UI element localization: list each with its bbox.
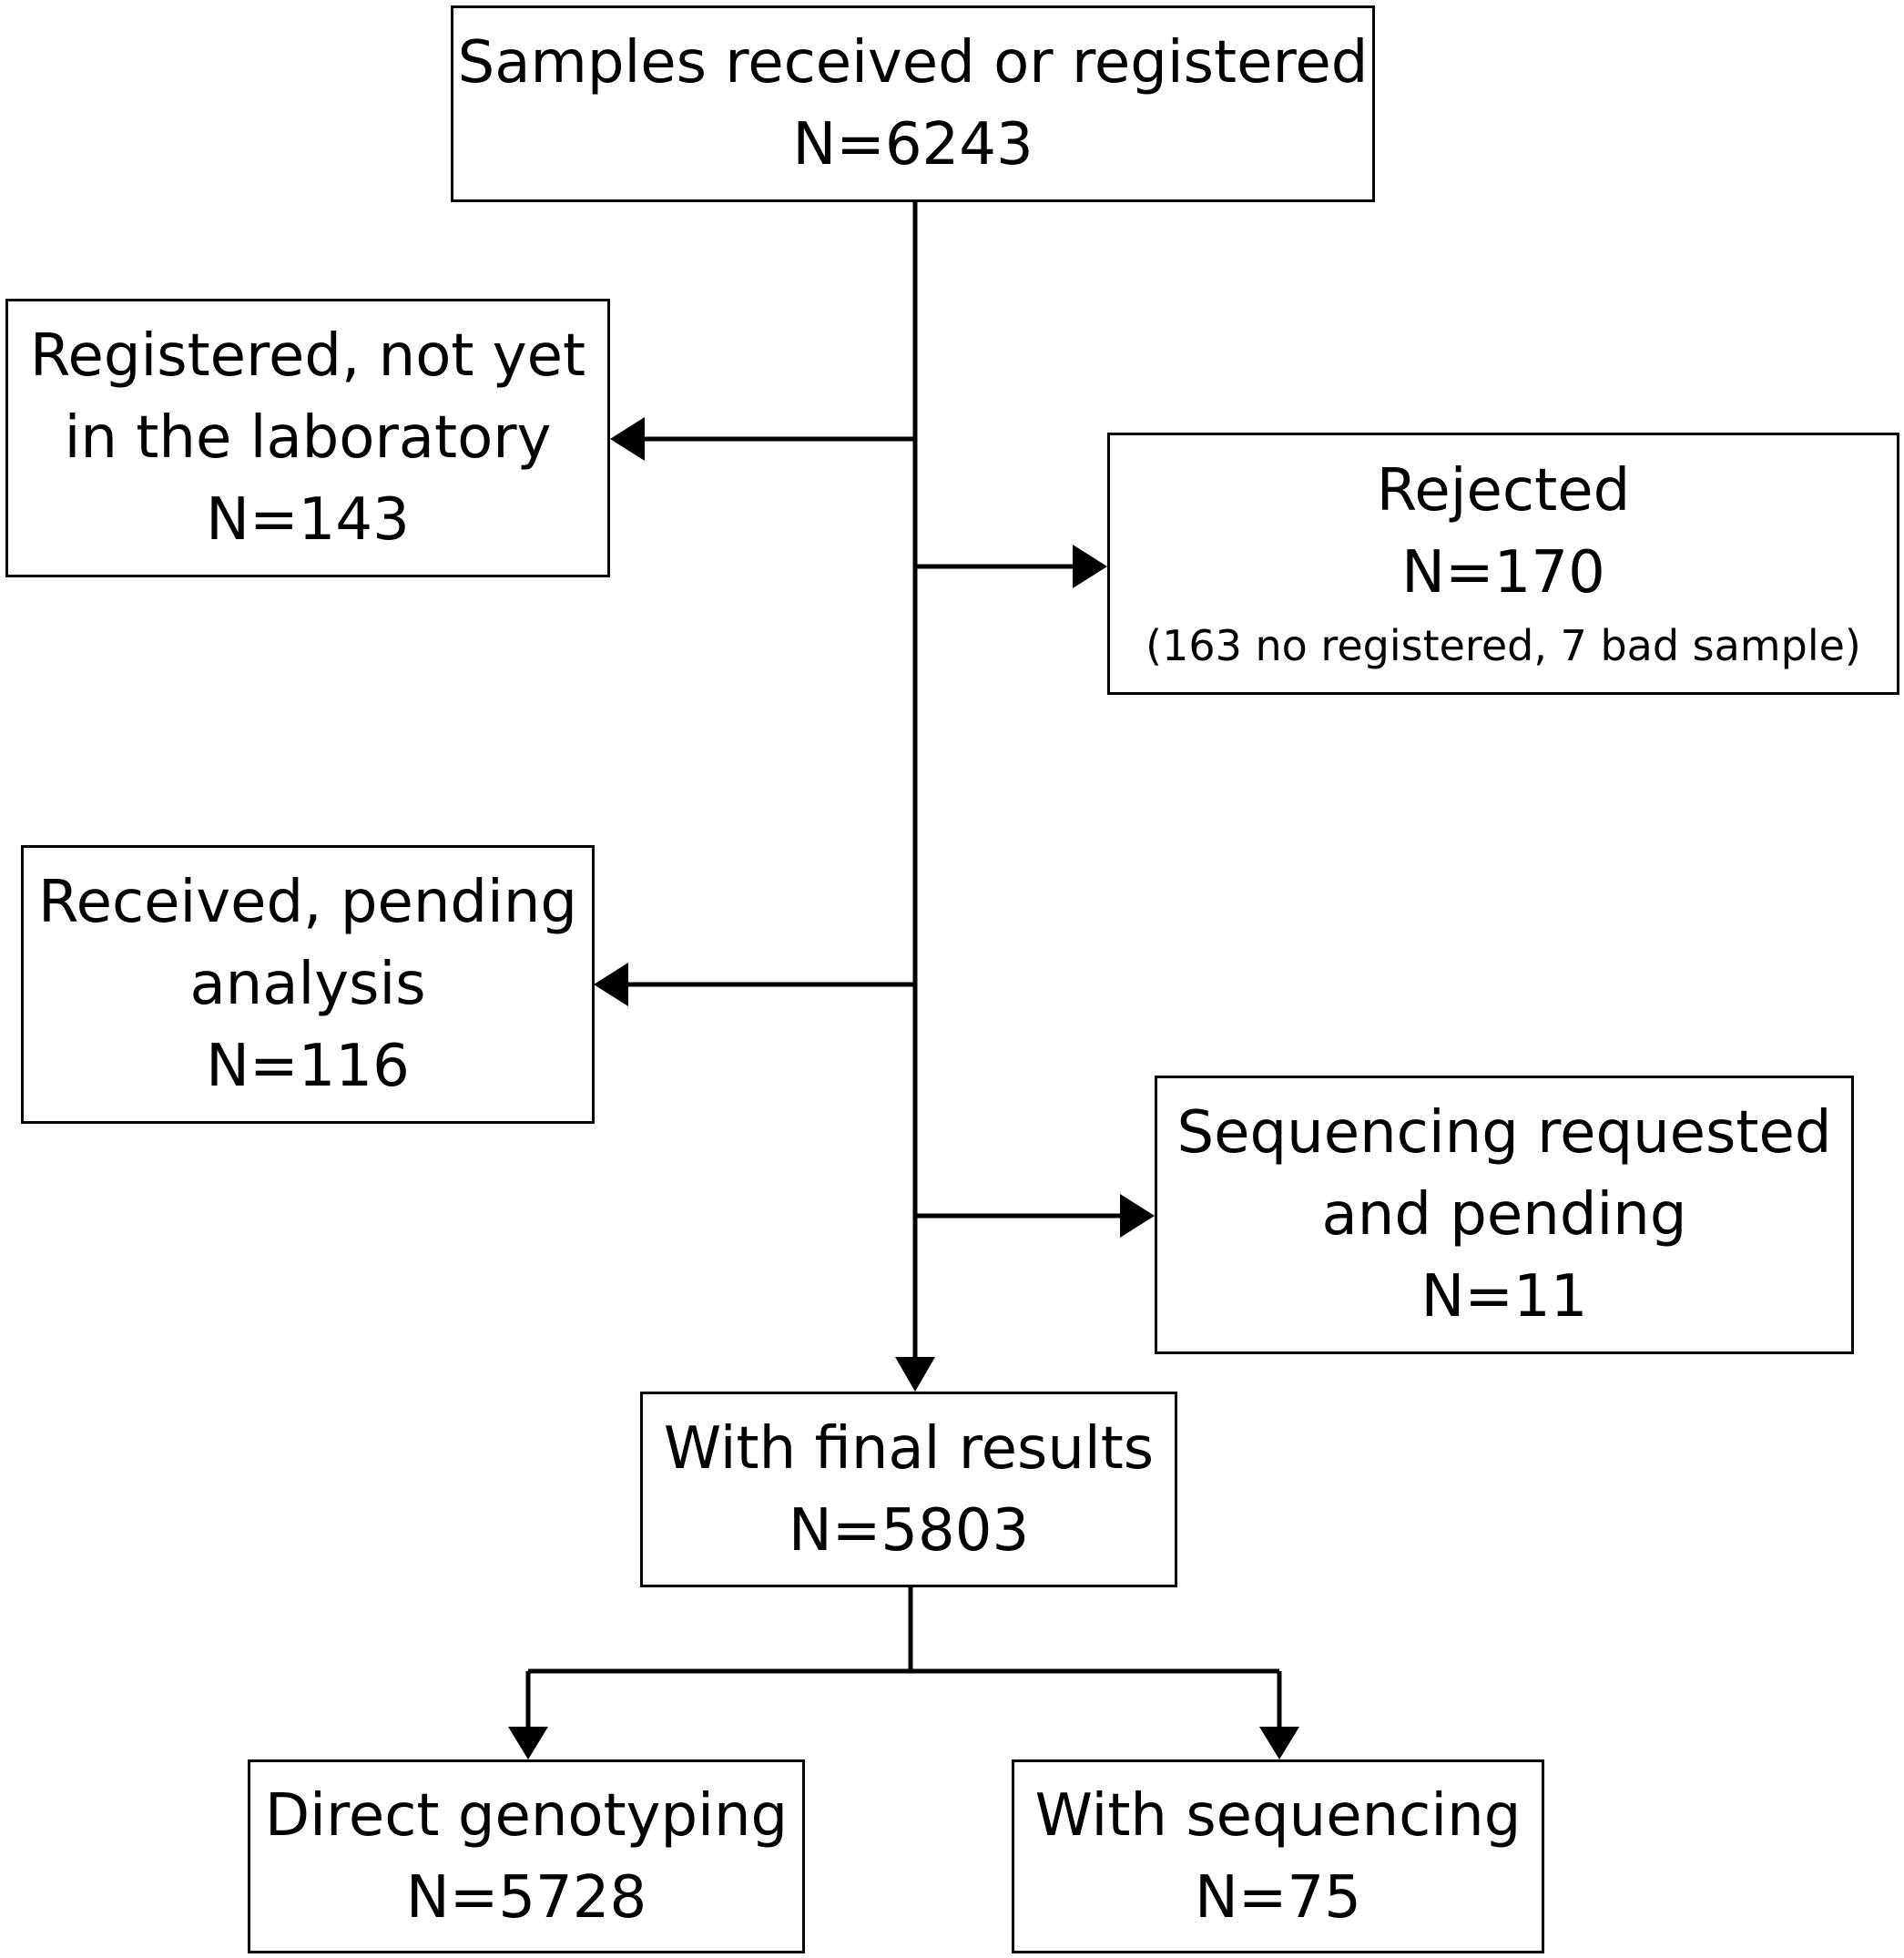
arrowhead-final [895,1357,935,1392]
node-pending-analysis: Received, pending analysis N=116 [21,845,595,1124]
node-samples-received: Samples received or registered N=6243 [451,5,1375,202]
node-direct-genotyping-count: N=5728 [405,1863,647,1932]
node-sequencing-pending-line1: Sequencing requested [1176,1099,1832,1167]
arrowhead-direct [508,1727,548,1759]
arrowhead-withseq [1259,1727,1299,1759]
node-not-in-laboratory-line1: Registered, not yet [29,322,586,390]
node-with-sequencing-label: With sequencing [1034,1781,1522,1850]
node-final-results: With final results N=5803 [640,1392,1177,1587]
node-pending-analysis-line1: Received, pending [37,869,578,936]
node-not-in-laboratory-line2: in the laboratory [64,404,552,472]
node-pending-analysis-line2: analysis [189,951,426,1018]
node-not-in-laboratory-count: N=143 [206,486,410,554]
node-rejected-label: Rejected [1376,457,1631,525]
node-rejected-detail: (163 no registered, 7 bad sample) [1145,621,1861,670]
node-rejected: Rejected N=170 (163 no registered, 7 bad… [1107,433,1899,695]
arrowhead-notlab [610,417,645,461]
node-rejected-count: N=170 [1401,539,1605,607]
node-not-in-laboratory: Registered, not yet in the laboratory N=… [5,299,610,577]
node-final-results-count: N=5803 [788,1496,1030,1565]
arrowhead-pending [594,963,628,1006]
node-sequencing-pending: Sequencing requested and pending N=11 [1155,1076,1854,1354]
node-samples-received-label: Samples received or registered [457,29,1369,97]
node-direct-genotyping: Direct genotyping N=5728 [248,1759,805,1953]
node-pending-analysis-count: N=116 [206,1033,410,1100]
node-final-results-label: With final results [663,1414,1155,1483]
node-with-sequencing: With sequencing N=75 [1012,1759,1544,1953]
node-samples-received-count: N=6243 [792,111,1033,178]
node-sequencing-pending-line2: and pending [1321,1181,1687,1249]
node-direct-genotyping-label: Direct genotyping [264,1781,789,1850]
arrowhead-rejected [1073,545,1107,588]
node-with-sequencing-count: N=75 [1195,1863,1361,1932]
arrowhead-seqpend [1120,1194,1155,1238]
node-sequencing-pending-count: N=11 [1420,1263,1588,1331]
